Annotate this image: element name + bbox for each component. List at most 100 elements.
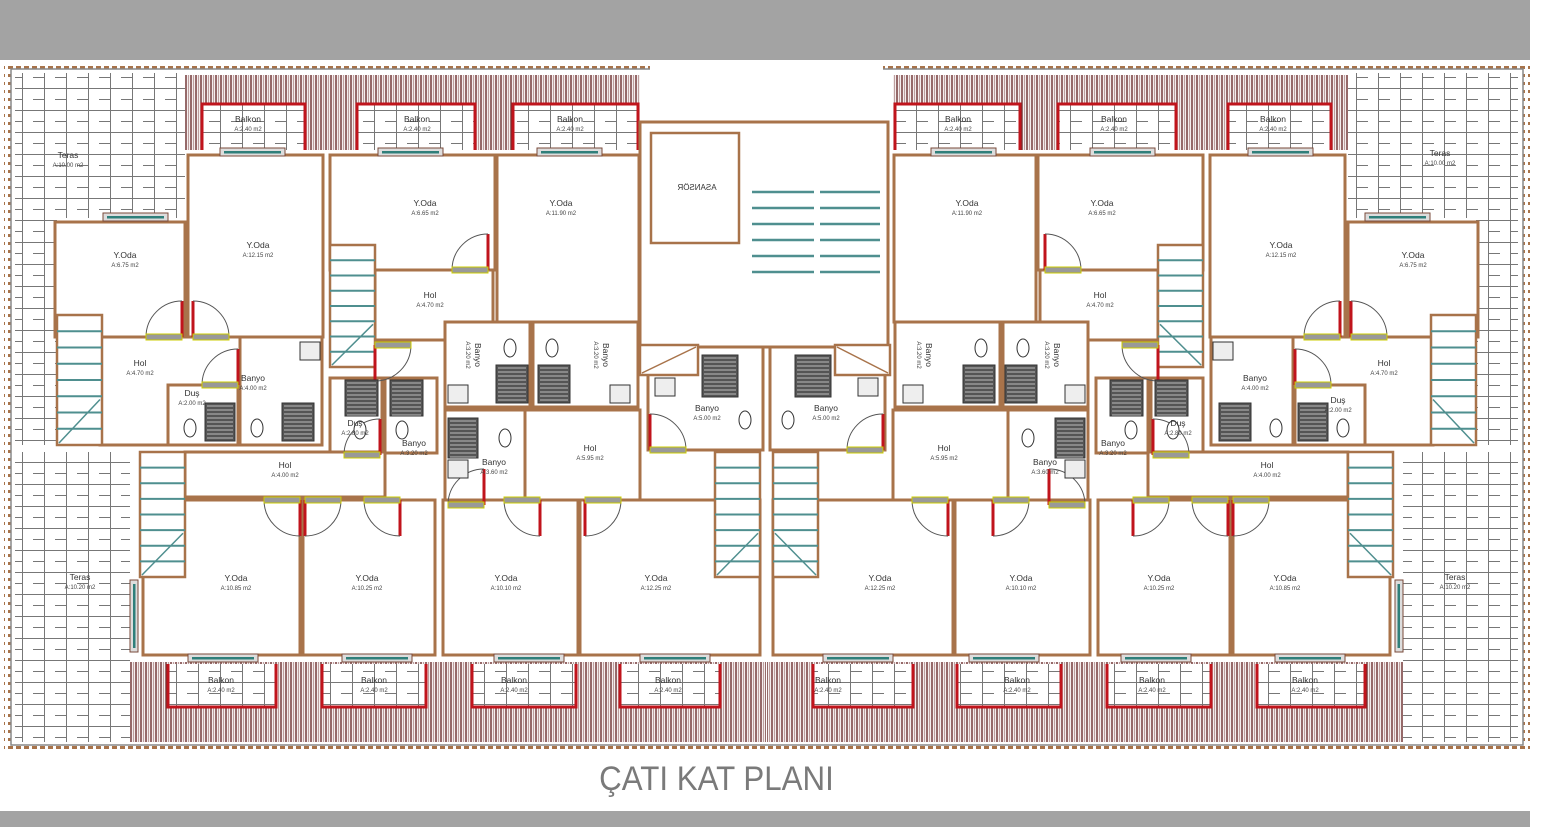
toilet-icon [353,420,367,440]
room-name: Balkon [557,114,583,124]
room-name: Y.Oda [224,573,247,583]
door-icon [1131,496,1170,537]
balcony-railing [511,102,640,150]
room-name: Hol [584,443,597,453]
shower-tray-icon [495,364,529,404]
room-name: Hol [1094,290,1107,300]
shower-tray-icon [962,364,996,404]
room-area: A:3.20 m2 [400,451,428,457]
room-area: A:2.00 m2 [1324,408,1352,414]
room-name: Banyo [1101,438,1125,448]
room-name: Teras [70,572,91,582]
room-name: Banyo [482,457,506,467]
toilet-icon [250,418,264,438]
window-icon [377,147,444,157]
room-area: A:10.85 m2 [1270,586,1301,592]
stair-elevator-core: ASANSÖR [638,120,892,377]
window-icon [536,147,603,157]
room-outline [523,408,642,502]
room-area: A:3.20 m2 [592,341,598,369]
room-name: Balkon [655,675,681,685]
stair-icon [1346,450,1395,579]
room-name: Banyo [402,438,426,448]
room-name: Y.Oda [1273,573,1296,583]
room-area: A:2.40 m2 [500,688,528,694]
balcony [357,104,475,150]
balcony-railing [955,664,1063,709]
room-name: Y.Oda [1401,250,1424,260]
room-name: Balkon [208,675,234,685]
stair-icon [771,450,820,579]
room-name: Y.Oda [549,198,572,208]
room-name: Y.Oda [1009,573,1032,583]
balcony [1228,104,1331,150]
room-name: Banyo [1243,373,1267,383]
balcony-railing [320,664,428,709]
room-area: A:3.20 m2 [915,341,921,369]
sink-icon [1064,459,1086,479]
sink-icon [609,384,631,404]
toilet-icon [738,410,752,430]
shower-tray-icon [1218,402,1252,442]
room-name: Hol [134,358,147,368]
toilet-icon [395,420,409,440]
shower-tray-icon [701,354,739,398]
stair-icon [1156,243,1205,369]
room-area: A:2.40 m2 [556,127,584,133]
balcony [895,104,1020,150]
room-area: A:2.40 m2 [207,688,235,694]
room-area: A:6.65 m2 [411,211,439,217]
room-name: Y.Oda [1090,198,1113,208]
door-icon [363,496,402,537]
room-area: A:2.40 m2 [1259,127,1287,133]
door-icon [1231,496,1270,537]
toilet-icon [781,410,795,430]
sink-icon [299,341,321,361]
shower-tray-icon [1004,364,1038,404]
room-area: A:12.25 m2 [641,586,672,592]
door-icon [451,233,490,274]
room-area: A:10.20 m2 [65,585,96,591]
room-area: A:10.10 m2 [1006,586,1037,592]
shower-tray-icon [1109,379,1144,417]
door-icon [303,496,342,537]
room-outline [953,498,1092,657]
room-area: A:2.40 m2 [814,688,842,694]
window-icon [1089,147,1156,157]
room-name: Y.Oda [246,240,269,250]
door-icon [991,496,1030,537]
room-area: A:4.00 m2 [1241,386,1269,392]
room-area: A:10.20 m2 [1440,585,1471,591]
room-name: Banyo [1033,457,1057,467]
room-area: A:4.70 m2 [416,303,444,309]
door-icon [1349,300,1388,341]
room-area: A:2.40 m2 [1003,688,1031,694]
room-area: A:2.40 m2 [360,688,388,694]
door-icon [1293,348,1332,389]
room-name: Duş [1170,418,1185,428]
room-area: A:2.80 m2 [341,431,369,437]
room-name: Y.Oda [113,250,136,260]
toilet-icon [1269,418,1283,438]
room-name: Duş [1330,395,1345,405]
balcony [202,104,305,150]
stair-icon [713,450,762,579]
window-icon [1274,653,1346,663]
